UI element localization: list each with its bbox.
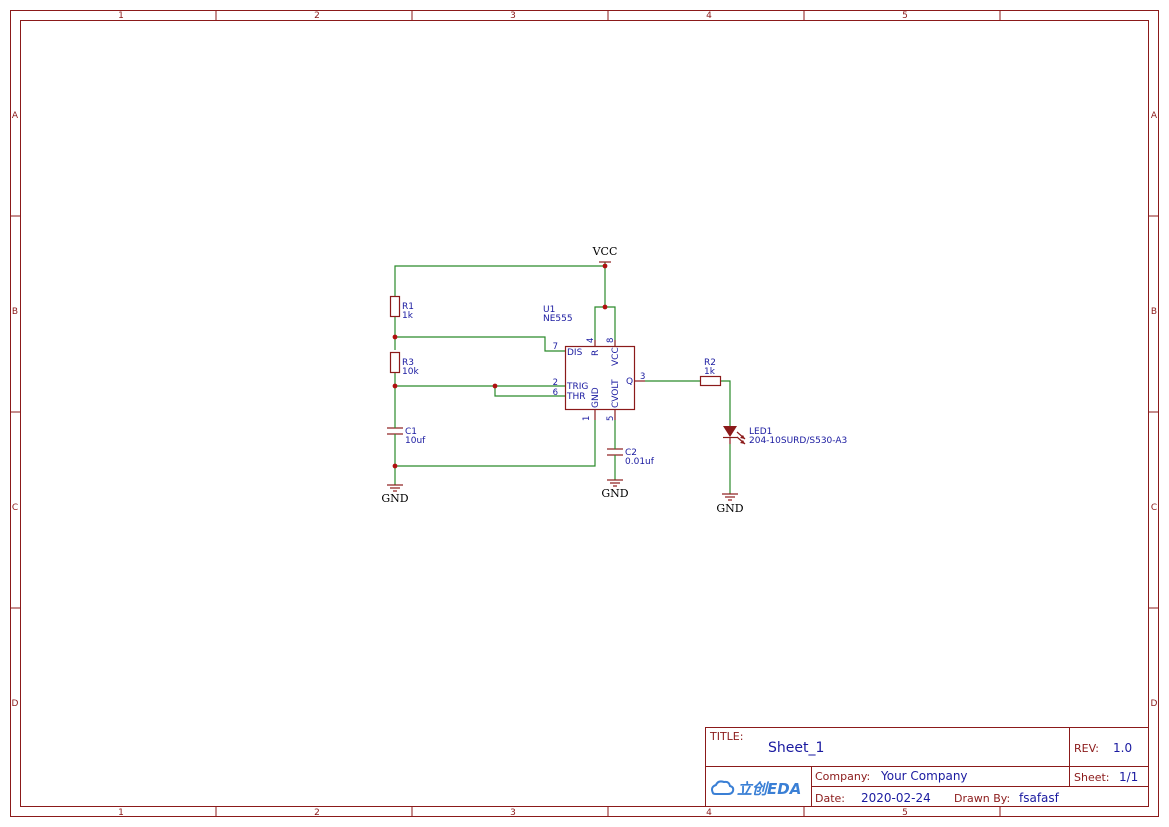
col-label-bottom: 5 [902, 808, 908, 818]
led-led1[interactable]: LED1 204-10SURD/S530-A3 [723, 426, 847, 446]
capacitor-c2[interactable]: C2 0.01uf [607, 447, 655, 467]
sheet-title: Sheet_1 [768, 740, 824, 756]
r2-ref: R2 [704, 358, 716, 368]
sheet-value: 1/1 [1119, 770, 1138, 784]
company-key: Company: [815, 770, 870, 783]
pin-name-gnd: GND [591, 387, 601, 408]
resistor-r1[interactable]: R1 1k [389, 295, 414, 322]
resistor-r2[interactable]: R2 1k [699, 358, 722, 387]
cloud-icon [711, 780, 735, 795]
ic-u1-ne555[interactable]: U1 NE555 DIS TRIG THR Q 7 2 6 3 R VCC GN… [543, 305, 645, 421]
column-dividers [215, 10, 1001, 816]
r1-ref: R1 [402, 302, 414, 312]
date-value: 2020-02-24 [861, 791, 931, 805]
easyeda-logo: 立创EDA [711, 780, 801, 798]
r2-value: 1k [704, 367, 716, 377]
logo-text: 立创EDA [737, 780, 801, 798]
gnd-symbol-left[interactable]: GND [381, 484, 409, 505]
c2-ref: C2 [625, 448, 637, 458]
row-label-left: A [12, 111, 19, 121]
title-block: TITLE: Sheet_1 REV: 1.0 Company: Your Co… [705, 727, 1149, 807]
row-dividers [10, 215, 1158, 609]
pin-num-q: 3 [640, 372, 645, 382]
rev-key: REV: [1074, 742, 1099, 755]
pin-name-thr: THR [566, 392, 586, 402]
vcc-net-label: VCC [592, 245, 618, 258]
company-value: Your Company [880, 769, 968, 783]
gnd-left-label: GND [381, 492, 408, 505]
row-label-left: D [12, 699, 19, 709]
row-label-right: B [1151, 307, 1157, 317]
pin-name-dis: DIS [567, 348, 583, 358]
col-label-top: 4 [706, 11, 712, 21]
pin-name-cvolt: CVOLT [611, 379, 621, 408]
pin-num-thr: 6 [553, 388, 558, 398]
drawn-by-value: fsafasf [1019, 791, 1060, 805]
capacitor-c1[interactable]: C1 10uf [387, 426, 426, 446]
rev-value: 1.0 [1113, 741, 1132, 755]
col-label-bottom: 1 [118, 808, 124, 818]
drawn-by-key: Drawn By: [954, 792, 1010, 805]
r1-value: 1k [402, 311, 414, 321]
pin-name-vcc: VCC [611, 347, 621, 366]
row-label-right: D [1151, 699, 1158, 709]
r3-ref: R3 [402, 358, 414, 368]
col-label-bottom: 4 [706, 808, 712, 818]
pin-num-vcc: 8 [606, 338, 616, 343]
row-label-left: C [12, 503, 18, 513]
u1-ref: U1 [543, 305, 555, 315]
pin-num-gnd: 1 [582, 416, 592, 421]
led1-ref: LED1 [749, 427, 772, 437]
gnd-right-label: GND [716, 502, 743, 515]
pin-num-r: 4 [586, 338, 596, 343]
row-label-right: A [1151, 111, 1158, 121]
col-label-bottom: 3 [510, 808, 516, 818]
inner-frame [20, 20, 1149, 807]
pin-num-cvolt: 5 [606, 416, 616, 421]
row-label-right: C [1151, 503, 1157, 513]
row-label-left: B [12, 307, 18, 317]
date-key: Date: [815, 792, 845, 805]
pin-name-trig: TRIG [566, 382, 588, 392]
col-label-top: 3 [510, 11, 516, 21]
col-label-top: 2 [314, 11, 320, 21]
vcc-flag[interactable]: VCC [592, 245, 618, 263]
gnd-symbol-right[interactable]: GND [716, 493, 744, 515]
gnd-middle-label: GND [601, 487, 628, 500]
c2-value: 0.01uf [625, 457, 655, 467]
led1-value: 204-10SURD/S530-A3 [749, 436, 847, 446]
title-key: TITLE: [709, 730, 743, 743]
col-label-top: 1 [118, 11, 124, 21]
outer-frame [10, 10, 1159, 817]
gnd-symbol-middle[interactable]: GND [601, 479, 629, 500]
resistor-r3[interactable]: R3 10k [389, 351, 420, 378]
junctions [392, 263, 608, 469]
sheet-key: Sheet: [1074, 771, 1110, 784]
r3-value: 10k [402, 367, 419, 377]
col-label-bottom: 2 [314, 808, 320, 818]
u1-value: NE555 [543, 314, 573, 324]
c1-ref: C1 [405, 427, 417, 437]
pin-num-trig: 2 [553, 378, 558, 388]
c1-value: 10uf [405, 436, 426, 446]
wires [394, 262, 731, 494]
pin-num-dis: 7 [553, 342, 558, 352]
pin-name-q: Q [626, 377, 633, 387]
pin-name-r: R [591, 350, 601, 356]
col-label-top: 5 [902, 11, 908, 21]
